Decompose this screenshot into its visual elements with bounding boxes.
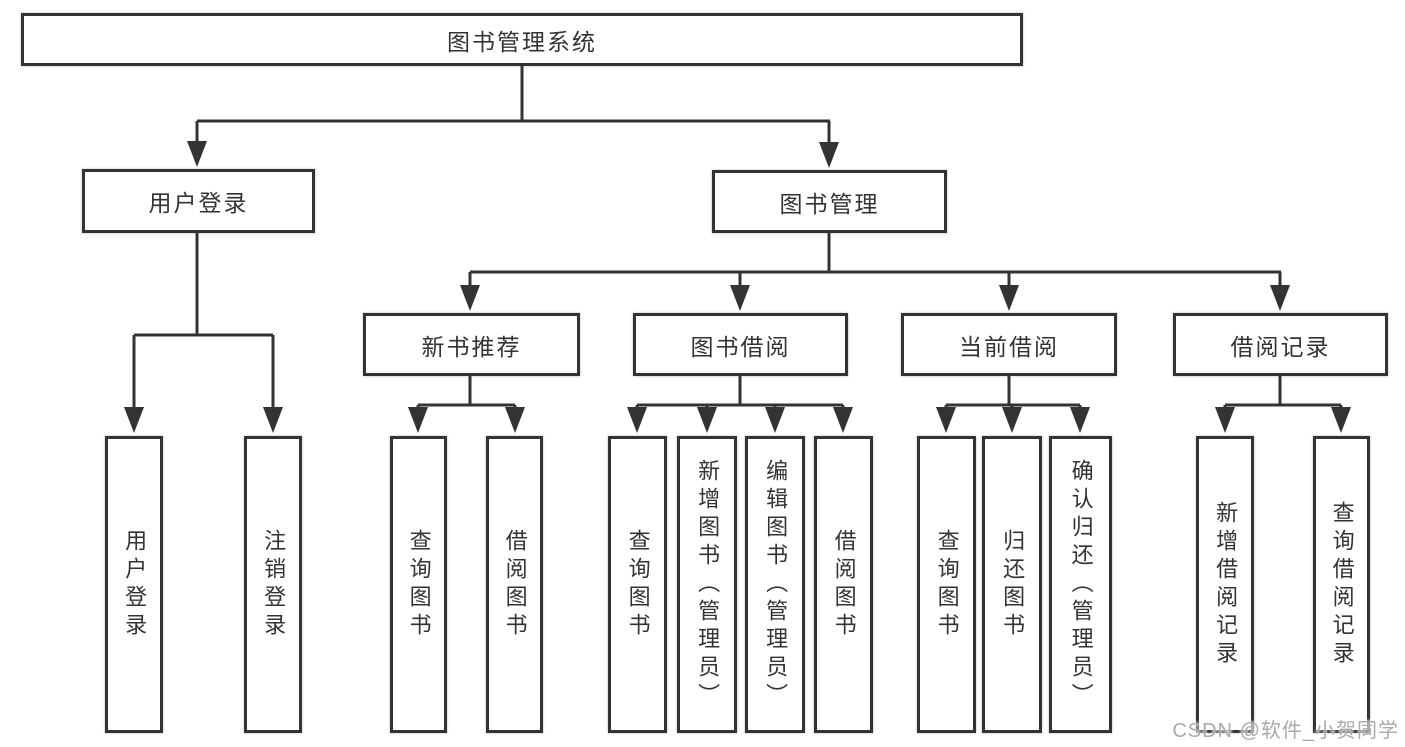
leaf-add-book-admin-label: 新增图书（管理员）: [695, 458, 721, 711]
leaf-query-books-recommend: 查询图书: [390, 436, 447, 733]
leaf-add-borrow-record-label: 新增借阅记录: [1213, 500, 1239, 669]
leaf-add-book-admin: 新增图书（管理员）: [677, 436, 737, 733]
arrowhead-icon: [999, 285, 1019, 311]
leaf-query-borrow-record: 查询借阅记录: [1313, 436, 1370, 733]
arrowhead-icon: [460, 285, 480, 311]
node-current-borrowing: 当前借阅: [901, 313, 1117, 376]
leaf-logout-label: 注销登录: [261, 528, 287, 641]
node-new-book-recommend: 新书推荐: [363, 313, 580, 376]
node-user-login: 用户登录: [82, 169, 315, 233]
arrowhead-icon: [187, 141, 207, 167]
node-library-system: 图书管理系统: [21, 13, 1023, 66]
arrowhead-icon: [1215, 407, 1235, 433]
arrowhead-icon: [819, 142, 839, 168]
arrowhead-icon: [627, 407, 647, 433]
node-borrowing-records-label: 借阅记录: [1230, 333, 1331, 360]
arrowhead-icon: [124, 407, 144, 433]
node-book-management: 图书管理: [712, 170, 947, 233]
node-book-borrowing-label: 图书借阅: [690, 333, 791, 360]
watermark: CSDN @软件_小贺同学: [1172, 720, 1399, 742]
arrowhead-icon: [730, 285, 750, 311]
node-book-borrowing: 图书借阅: [633, 313, 848, 376]
leaf-confirm-return-admin: 确认归还（管理员）: [1049, 436, 1112, 733]
leaf-logout: 注销登录: [244, 436, 302, 733]
arrowhead-icon: [833, 407, 853, 433]
leaf-add-borrow-record: 新增借阅记录: [1196, 436, 1254, 733]
node-borrowing-records: 借阅记录: [1173, 313, 1388, 376]
leaf-query-books-borrowing-label: 查询图书: [625, 528, 651, 641]
arrowhead-icon: [1270, 285, 1290, 311]
arrowhead-icon: [408, 407, 428, 433]
leaf-confirm-return-admin-label: 确认归还（管理员）: [1068, 458, 1094, 711]
node-library-system-label: 图书管理系统: [447, 28, 597, 55]
leaf-edit-book-admin: 编辑图书（管理员）: [745, 436, 805, 733]
leaf-user-login: 用户登录: [105, 436, 163, 733]
node-user-login-label: 用户登录: [148, 190, 249, 216]
leaf-query-books-borrowing: 查询图书: [608, 436, 667, 733]
arrowhead-icon: [936, 407, 956, 433]
node-current-borrowing-label: 当前借阅: [959, 333, 1059, 360]
node-new-book-recommend-label: 新书推荐: [421, 333, 522, 360]
leaf-borrow-books-recommend-label: 借阅图书: [502, 528, 528, 641]
arrowhead-icon: [505, 407, 525, 433]
leaf-query-books-current-label: 查询图书: [934, 528, 960, 641]
arrowhead-icon: [1002, 407, 1022, 433]
leaf-query-books-recommend-label: 查询图书: [406, 528, 432, 641]
leaf-edit-book-admin-label: 编辑图书（管理员）: [763, 458, 789, 711]
arrowhead-icon: [1331, 407, 1351, 433]
arrowhead-icon: [263, 407, 283, 433]
leaf-borrow-books-recommend: 借阅图书: [486, 436, 543, 733]
leaf-query-books-current: 查询图书: [917, 436, 976, 733]
arrowhead-icon: [765, 407, 785, 433]
node-book-management-label: 图书管理: [779, 190, 880, 217]
leaf-return-books: 归还图书: [982, 436, 1042, 733]
leaf-borrow-books-label: 借阅图书: [831, 528, 857, 641]
arrowhead-icon: [697, 407, 717, 433]
leaf-borrow-books: 借阅图书: [814, 436, 873, 733]
leaf-return-books-label: 归还图书: [1000, 528, 1026, 641]
leaf-query-borrow-record-label: 查询借阅记录: [1329, 500, 1355, 669]
arrowhead-icon: [1070, 407, 1090, 433]
leaf-user-login-label: 用户登录: [122, 528, 148, 641]
